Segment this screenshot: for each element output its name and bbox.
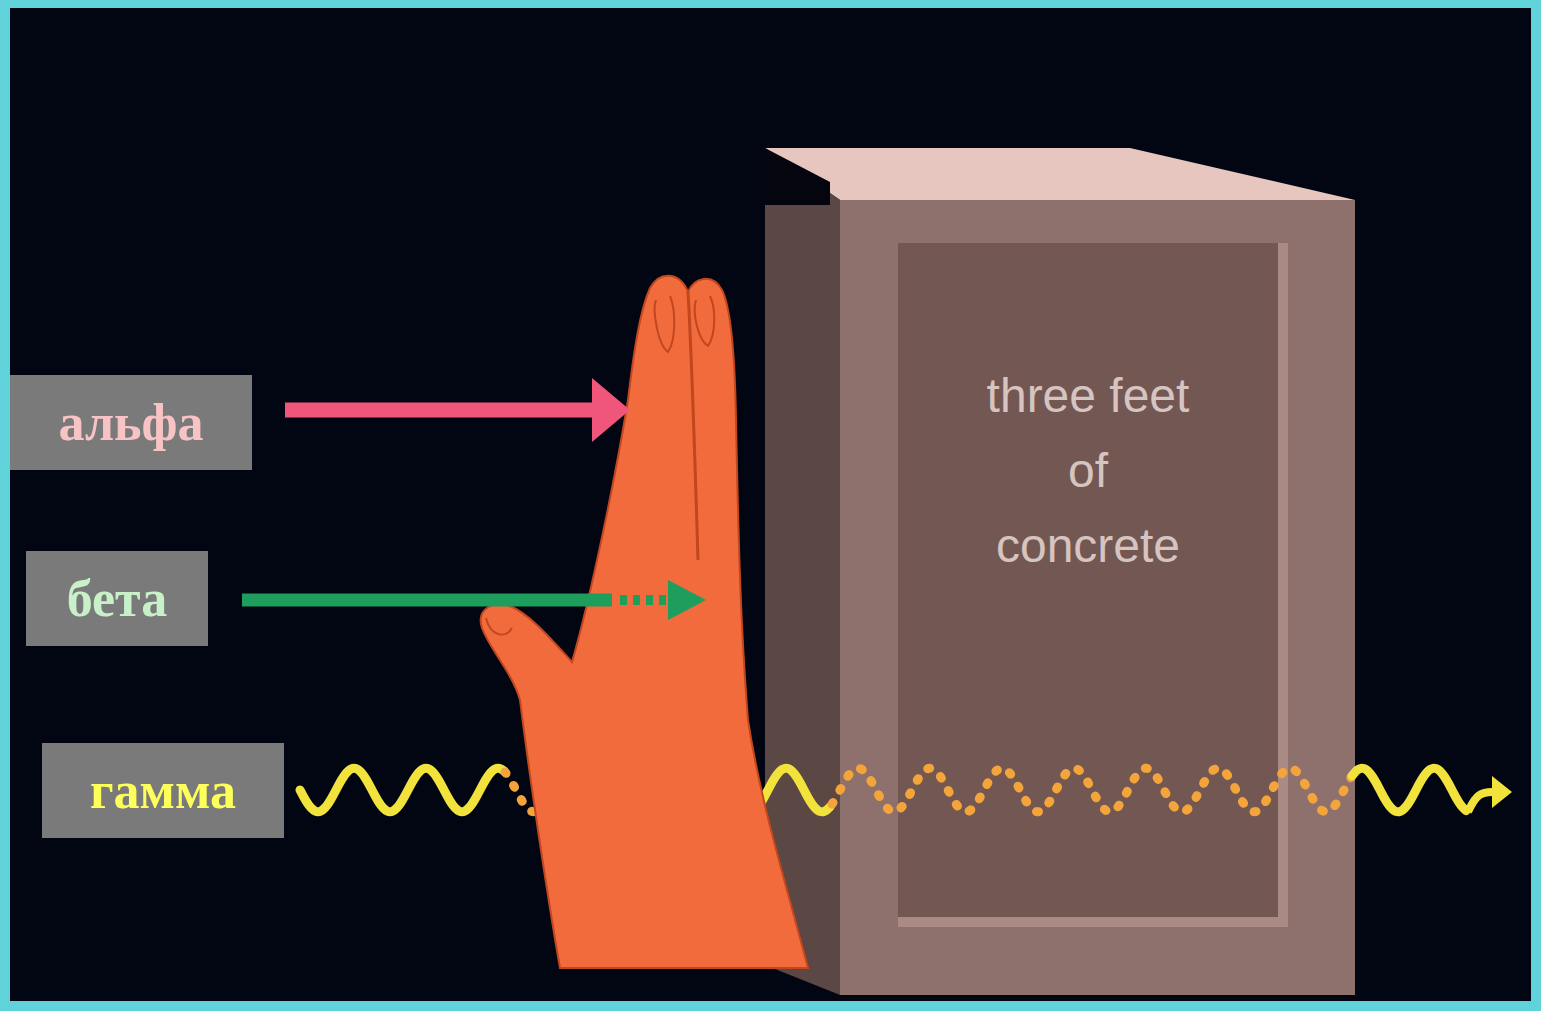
ray-label-box: бета [26,551,208,646]
alpha-arrow-shaft [285,403,598,418]
gamma-wave [1352,768,1466,811]
ray-name: бета [67,570,168,627]
gamma-arrow-head [1492,776,1512,808]
hand [481,276,808,968]
finger-line [688,292,698,560]
block-panel [898,243,1278,917]
fingernail [695,296,715,346]
block-front [840,200,1355,995]
gamma-wave [300,768,504,812]
gamma-wave-dotted [832,768,1351,811]
alpha-ray [285,378,630,442]
gamma-wave [1468,792,1495,812]
beta-arrow-head [668,580,706,620]
block-notch [765,148,830,205]
block-label: three feet of concrete [981,358,1196,583]
beta-ray [242,580,706,620]
alpha-arrow-head [592,378,630,442]
gamma-ray [300,768,1512,812]
ray-name: альфа [58,394,203,451]
fingernail [655,296,675,352]
beta-arrow-shaft [242,594,612,607]
hand-shape [481,276,808,968]
ray-label-box: альфа [10,375,252,470]
beta-arrow-dash [620,595,668,605]
thumbnail [486,618,512,635]
concrete-face: three feet of concrete [900,250,1276,910]
ray-label-box: гамма [42,743,284,838]
block-bevel [898,243,1288,927]
concrete-block [765,148,1355,995]
ray-name: гамма [90,762,236,819]
block-top [765,148,1355,200]
